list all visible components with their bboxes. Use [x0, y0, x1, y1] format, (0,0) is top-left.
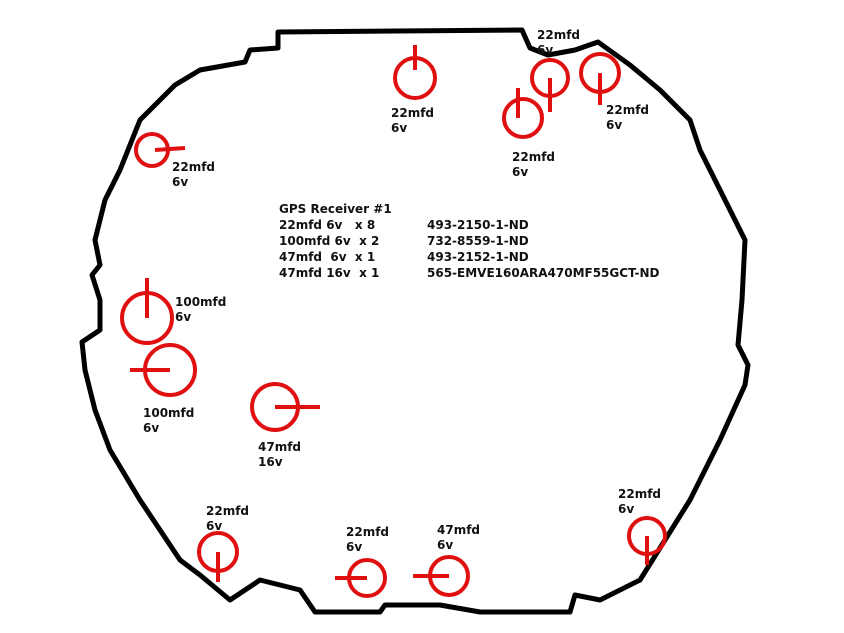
capacitor-marker [120, 278, 174, 345]
voltage: 6v [606, 118, 623, 132]
bom-row: 47mfd 16v x 1 565-EMVE160ARA470MF55GCT-ND [279, 265, 659, 281]
capacitor-marker [530, 58, 570, 112]
capacitor-marker [502, 88, 544, 139]
capacitance: 22mfd [606, 103, 650, 117]
voltage: 6v [618, 502, 635, 516]
capacitor-marker [130, 343, 197, 397]
capacitance: 47mfd [258, 440, 302, 454]
capacitance: 22mfd [391, 106, 435, 120]
capacitor-marker [335, 558, 387, 598]
capacitance: 22mfd [618, 487, 662, 501]
voltage: 6v [437, 538, 454, 552]
bom-part: 732-8559-1-ND [427, 234, 529, 248]
voltage: 6v [512, 165, 529, 179]
bom-desc: 47mfd 16v x 1 [279, 266, 380, 280]
capacitance: 22mfd [346, 525, 390, 539]
bom-desc: 22mfd 6v x 8 [279, 218, 376, 232]
capacitance: 100mfd [143, 406, 195, 420]
bom-desc: 100mfd 6v x 2 [279, 234, 380, 248]
bill-of-materials: GPS Receiver #1 22mfd 6v x 8 493-2150-1-N… [279, 201, 659, 281]
capacitor-marker [627, 516, 667, 565]
voltage: 6v [537, 43, 554, 57]
capacitor-marker [250, 382, 320, 432]
voltage: 6v [206, 519, 223, 533]
capacitance: 22mfd [512, 150, 556, 164]
voltage: 6v [172, 175, 189, 189]
voltage: 6v [175, 310, 192, 324]
bom-row: 22mfd 6v x 8 493-2150-1-ND [279, 217, 659, 233]
capacitor-marker [134, 132, 186, 168]
voltage: 6v [391, 121, 408, 135]
board-outline [79, 27, 751, 615]
capacitor-marker [197, 531, 239, 582]
bom-title: GPS Receiver #1 [279, 202, 392, 216]
capacitance: 100mfd [175, 295, 227, 309]
bom-row: 47mfd 6v x 1 493-2152-1-ND [279, 249, 659, 265]
capacitor-marker [413, 555, 470, 597]
polarity-lead [154, 146, 186, 152]
capacitance: 22mfd [537, 28, 581, 42]
bom-part: 493-2152-1-ND [427, 250, 529, 264]
capacitor-marker [579, 52, 621, 105]
capacitor-marker [393, 45, 437, 100]
capacitor-circle [502, 97, 544, 139]
capacitance: 22mfd [206, 504, 250, 518]
bom-desc: 47mfd 6v x 1 [279, 250, 376, 264]
bom-part: 565-EMVE160ARA470MF55GCT-ND [427, 266, 660, 280]
bom-part: 493-2150-1-ND [427, 218, 529, 232]
capacitance: 47mfd [437, 523, 481, 537]
capacitance: 22mfd [172, 160, 216, 174]
bom-row: 100mfd 6v x 2 732-8559-1-ND [279, 233, 659, 249]
voltage: 16v [258, 455, 283, 469]
voltage: 6v [143, 421, 160, 435]
voltage: 6v [346, 540, 363, 554]
